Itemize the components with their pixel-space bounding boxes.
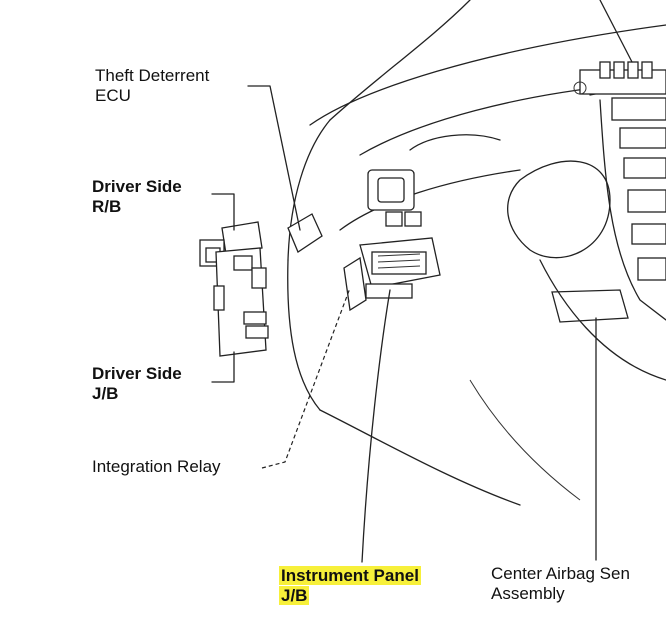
relay-2 bbox=[613, 61, 625, 79]
integration-relay-leader bbox=[261, 287, 351, 469]
steering-column bbox=[507, 160, 611, 259]
driver-side-rb-line1: Driver Side bbox=[92, 177, 182, 196]
driver-side-jb-label: Driver Side J/B bbox=[92, 364, 182, 404]
theft-deterrent-line1: Theft Deterrent bbox=[95, 66, 210, 85]
dash-left-edge bbox=[287, 259, 321, 411]
relay-3 bbox=[627, 61, 639, 79]
instrument-panel-line2: J/B bbox=[279, 586, 310, 605]
glovebox-curve bbox=[539, 259, 666, 381]
driver-side-rb-part bbox=[221, 221, 263, 255]
relay-4 bbox=[641, 61, 653, 79]
jb-relay-1 bbox=[233, 255, 253, 271]
vent-knob bbox=[377, 177, 405, 203]
connector-ring bbox=[573, 81, 587, 95]
instrument-panel-line1: Instrument Panel bbox=[279, 566, 421, 585]
theft-deterrent-leader bbox=[247, 85, 301, 231]
theft-deterrent-label: Theft Deterrent ECU bbox=[95, 66, 209, 106]
top-relay-leader bbox=[599, 0, 633, 63]
console-slot-6 bbox=[637, 257, 666, 281]
ip-jb-fuse-lines bbox=[377, 253, 421, 269]
inner-dash-line-2 bbox=[339, 169, 521, 231]
floor-contour bbox=[469, 379, 581, 501]
jb-relay-3 bbox=[243, 311, 267, 325]
switch-2 bbox=[404, 211, 422, 227]
relay-1 bbox=[599, 61, 611, 79]
inner-dash-line bbox=[359, 84, 621, 156]
theft-deterrent-ecu-part bbox=[287, 213, 323, 253]
integration-relay-label: Integration Relay bbox=[92, 457, 221, 476]
jb-bracket bbox=[211, 351, 235, 383]
cluster-hood bbox=[409, 134, 501, 151]
jb-relay-2 bbox=[251, 267, 267, 289]
console-slot-2 bbox=[619, 127, 666, 149]
console-slot-4 bbox=[627, 189, 666, 213]
switch-1 bbox=[385, 211, 403, 227]
center-airbag-sensor-part bbox=[551, 289, 629, 323]
center-airbag-line1: Center Airbag Sen bbox=[491, 564, 630, 583]
driver-side-rb-label: Driver Side R/B bbox=[92, 177, 182, 217]
center-airbag-line2: Assembly bbox=[491, 584, 565, 603]
console-slot-3 bbox=[623, 157, 666, 179]
jb-relay-4 bbox=[245, 325, 269, 339]
ip-jb-fuses bbox=[371, 251, 427, 275]
jb-side-block bbox=[213, 285, 225, 311]
dash-upper-curve bbox=[287, 119, 331, 261]
console-slot-5 bbox=[631, 223, 666, 245]
integration-relay-part bbox=[343, 256, 367, 312]
instrument-panel-jb-label: Instrument Panel J/B bbox=[279, 566, 421, 606]
center-airbag-label: Center Airbag Sen Assembly bbox=[491, 564, 630, 604]
console-slot-1 bbox=[611, 97, 666, 121]
rb-bracket bbox=[211, 193, 235, 231]
floor-line bbox=[319, 409, 521, 506]
theft-deterrent-line2: ECU bbox=[95, 86, 131, 105]
driver-side-rb-line2: R/B bbox=[92, 197, 122, 216]
driver-side-jb-line2: J/B bbox=[92, 384, 119, 403]
dash-top-line bbox=[309, 24, 666, 126]
driver-side-jb-line1: Driver Side bbox=[92, 364, 182, 383]
instrument-panel-leader bbox=[361, 289, 391, 563]
